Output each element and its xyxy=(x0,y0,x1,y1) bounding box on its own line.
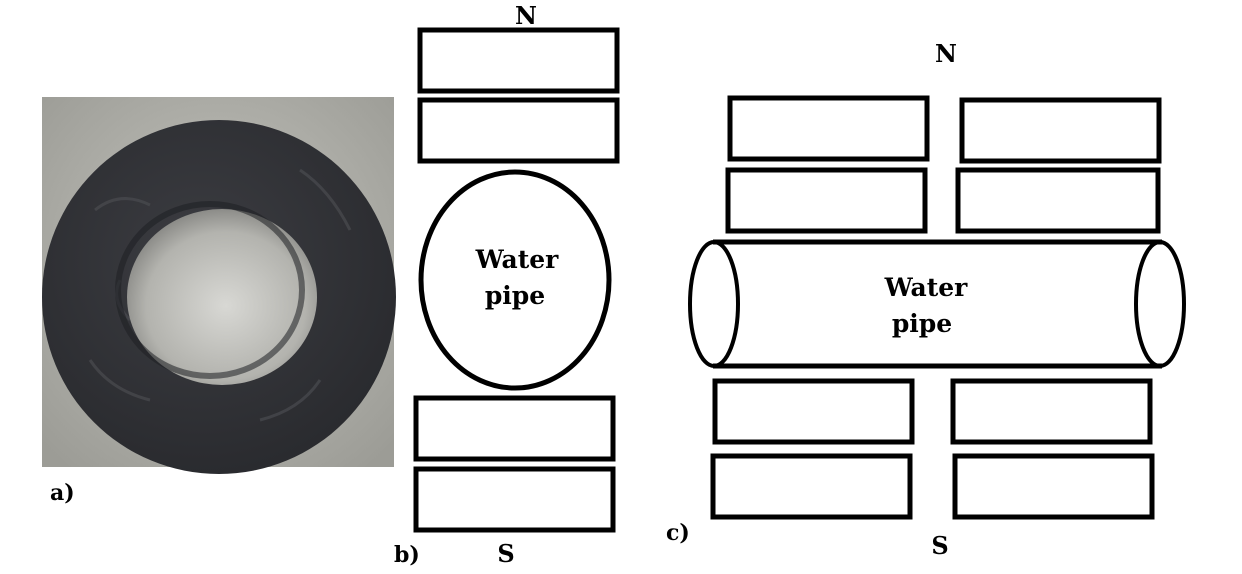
panel-c-magnet-top-right-2 xyxy=(955,167,1161,234)
panel-b-pipe-text-line1: Water xyxy=(475,245,560,274)
ring-magnet-hole-shadow xyxy=(115,201,305,379)
panel-c-pipe-body xyxy=(713,242,1161,366)
panel-b-magnet-top-1 xyxy=(417,27,620,94)
panel-c-magnet-bottom-left-2 xyxy=(710,453,913,520)
ring-surface-marks xyxy=(88,168,352,422)
panel-c-south-label: S xyxy=(931,531,948,560)
ring-magnet-hole xyxy=(127,209,317,385)
panel-c-north-label: N xyxy=(935,39,957,68)
panel-b-pipe-text-line2: pipe xyxy=(485,281,545,310)
panel-c-label: c) xyxy=(666,520,690,546)
panel-c-magnet-bottom-right-1 xyxy=(950,378,1153,445)
panel-b-magnet-top-2 xyxy=(417,97,620,164)
panel-c-magnet-top-left-2 xyxy=(725,167,928,234)
panel-c-magnet-top-right-1 xyxy=(959,97,1162,164)
panel-c: N Water pipe c) S xyxy=(666,39,1186,560)
panel-c-pipe-left-end xyxy=(688,240,740,368)
panel-b-magnet-bottom-2 xyxy=(413,466,616,533)
panel-c-pipe-right-end xyxy=(1134,240,1186,368)
panel-c-pipe-text-line1: Water xyxy=(884,273,969,302)
panel-b-label: b) xyxy=(394,542,420,568)
ring-magnet-photo xyxy=(42,97,396,474)
panel-c-magnet-top-left-1 xyxy=(727,95,930,162)
panel-b-magnet-bottom-1 xyxy=(413,395,616,462)
panel-c-pipe-text-line2: pipe xyxy=(892,309,952,338)
panel-b-north-label: N xyxy=(515,1,537,30)
panel-c-magnet-bottom-left-1 xyxy=(712,378,915,445)
panel-b-south-label: S xyxy=(497,539,514,568)
panel-b-pipe-cross-section xyxy=(418,169,612,391)
panel-c-water-pipe xyxy=(688,239,1186,369)
panel-a-label: a) xyxy=(50,480,75,506)
panel-b: N Water pipe b) S xyxy=(394,1,620,568)
panel-a: a) xyxy=(42,97,396,506)
panel-c-magnet-bottom-right-2 xyxy=(952,453,1155,520)
